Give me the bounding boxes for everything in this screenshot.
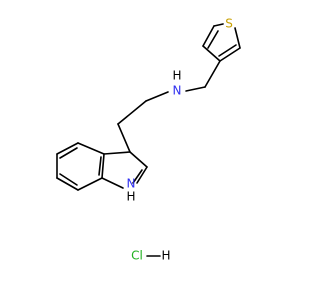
bond <box>129 151 148 168</box>
bond <box>202 25 215 47</box>
bond <box>234 27 241 49</box>
bond <box>202 45 221 62</box>
bond <box>132 169 143 184</box>
bond <box>59 147 78 159</box>
bonds <box>56 23 241 257</box>
bond <box>103 151 131 155</box>
bond <box>56 142 79 155</box>
bond <box>117 100 147 125</box>
indole-nitrogen-label: N <box>127 177 136 191</box>
indole-hydrogen-label: H <box>126 190 135 204</box>
sulfur-label: S <box>225 17 233 31</box>
bond <box>185 86 206 92</box>
bond <box>77 177 103 191</box>
chemical-structure: N H S N H Cl H <box>0 0 300 300</box>
bond <box>218 44 237 57</box>
bond <box>117 123 131 153</box>
bond <box>145 91 169 102</box>
bond <box>101 177 124 189</box>
bond <box>98 156 102 176</box>
bond <box>136 166 148 184</box>
atom-labels: N H S N H Cl H <box>126 17 232 263</box>
bond <box>219 47 241 62</box>
bond <box>77 142 105 155</box>
bond <box>207 30 219 49</box>
bond <box>213 23 224 27</box>
amine-nitrogen-label: N <box>173 84 182 98</box>
bond <box>101 153 105 179</box>
chlorine-label: Cl <box>131 249 143 263</box>
hydrogen-chloride-h-label: H <box>161 249 170 263</box>
bond <box>59 173 78 186</box>
amine-hydrogen-label: H <box>172 69 181 83</box>
canvas-background <box>0 0 300 300</box>
bond <box>204 60 221 88</box>
bond <box>56 177 79 191</box>
